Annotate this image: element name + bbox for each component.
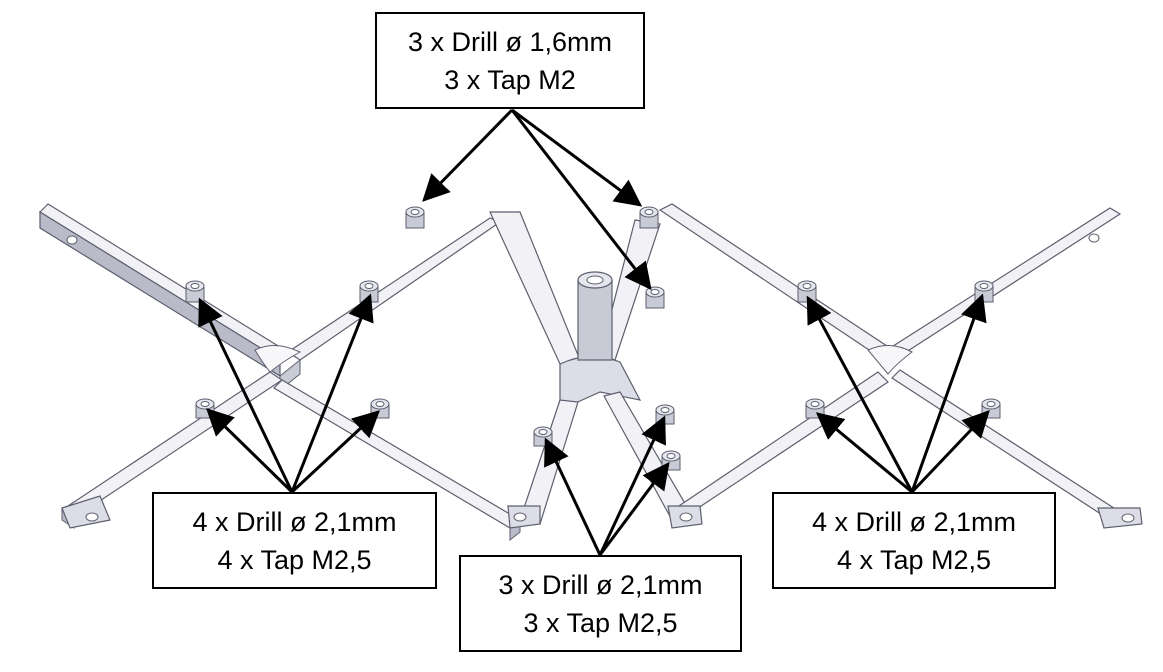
callout-middle: 3 x Drill ø 2,1mm 3 x Tap M2,5 bbox=[459, 555, 742, 652]
arrow-left-4 bbox=[290, 410, 380, 494]
arrow-top-1 bbox=[422, 108, 514, 202]
leader-arrows bbox=[198, 108, 990, 556]
arrow-mid-2 bbox=[598, 415, 666, 556]
callout-left-drill: 4 x Drill ø 2,1mm bbox=[192, 506, 397, 537]
callout-right: 4 x Drill ø 2,1mm 4 x Tap M2,5 bbox=[772, 492, 1056, 589]
callout-top: 3 x Drill ø 1,6mm 3 x Tap M2 bbox=[375, 12, 645, 109]
boss bbox=[645, 286, 665, 309]
boss bbox=[974, 280, 994, 303]
arrow-mid-1 bbox=[544, 437, 602, 556]
boss bbox=[639, 206, 659, 229]
callout-middle-drill: 3 x Drill ø 2,1mm bbox=[498, 569, 703, 600]
arrow-right-1 bbox=[806, 295, 914, 493]
arrow-right-4 bbox=[910, 410, 990, 494]
callout-left: 4 x Drill ø 2,1mm 4 x Tap M2,5 bbox=[152, 492, 437, 589]
boss bbox=[405, 206, 425, 229]
left-x-frame bbox=[39, 203, 522, 542]
arrow-top-3 bbox=[510, 109, 652, 291]
arrow-top-2 bbox=[511, 108, 643, 207]
callout-middle-tap: 3 x Tap M2,5 bbox=[523, 607, 678, 638]
callout-right-drill: 4 x Drill ø 2,1mm bbox=[811, 506, 1017, 537]
callout-top-tap: 3 x Tap M2 bbox=[444, 64, 576, 95]
boss bbox=[185, 280, 205, 303]
callout-right-tap: 4 x Tap M2,5 bbox=[836, 544, 992, 575]
boss bbox=[655, 404, 675, 425]
frame-part bbox=[39, 203, 1143, 542]
arrow-right-3 bbox=[815, 412, 913, 494]
arrow-left-3 bbox=[206, 408, 294, 494]
callout-left-tap: 4 x Tap M2,5 bbox=[217, 544, 372, 575]
arrow-mid-3 bbox=[598, 461, 670, 556]
boss bbox=[533, 426, 553, 447]
arrow-right-2 bbox=[910, 293, 987, 493]
callout-top-drill: 3 x Drill ø 1,6mm bbox=[407, 26, 613, 57]
right-x-frame bbox=[507, 203, 1143, 529]
arrow-left-2 bbox=[290, 293, 374, 493]
boss bbox=[661, 450, 681, 471]
arrow-left-1 bbox=[198, 297, 294, 493]
